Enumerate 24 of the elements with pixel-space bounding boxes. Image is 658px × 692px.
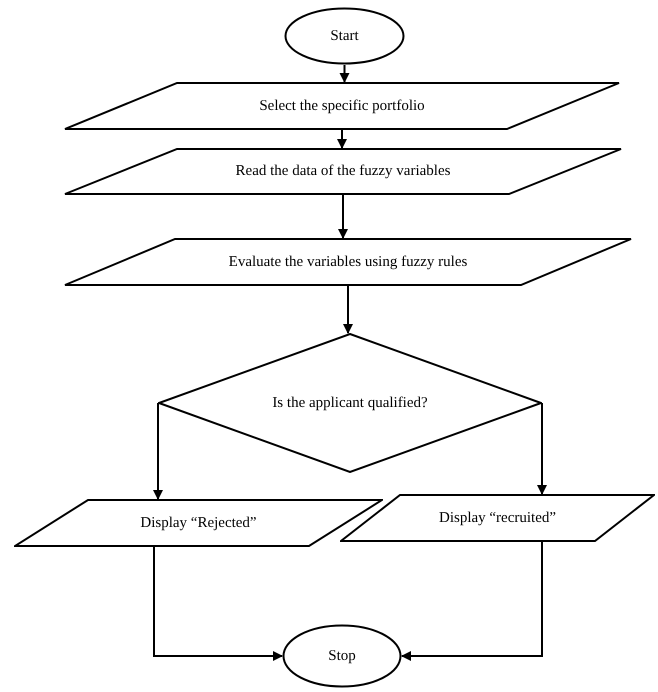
node-label: Display “recruited” bbox=[438, 508, 556, 528]
node-label: Evaluate the variables using fuzzy rules bbox=[228, 252, 468, 272]
io-parallelogram bbox=[64, 82, 620, 130]
node-label: Read the data of the fuzzy variables bbox=[236, 162, 450, 181]
arrow bbox=[338, 195, 348, 239]
terminal-ellipse bbox=[282, 624, 402, 688]
io-parallelogram bbox=[340, 494, 655, 542]
arrow bbox=[401, 542, 543, 661]
node-label: Select the specific portfolio bbox=[259, 96, 425, 116]
arrow bbox=[537, 403, 547, 495]
arrow bbox=[153, 403, 163, 500]
node-label: Stop bbox=[328, 646, 356, 666]
io-parallelogram bbox=[64, 148, 622, 195]
arrow bbox=[153, 547, 283, 661]
arrow bbox=[337, 130, 347, 149]
arrow bbox=[343, 286, 353, 334]
terminal-ellipse bbox=[284, 7, 405, 65]
io-parallelogram bbox=[64, 238, 632, 286]
node-label: Display “Rejected” bbox=[140, 514, 257, 532]
arrow bbox=[340, 65, 350, 83]
io-parallelogram bbox=[14, 499, 383, 547]
node-label: Is the applicant qualified? bbox=[272, 394, 428, 412]
decision-diamond bbox=[158, 333, 542, 473]
node-label: Start bbox=[330, 26, 359, 46]
